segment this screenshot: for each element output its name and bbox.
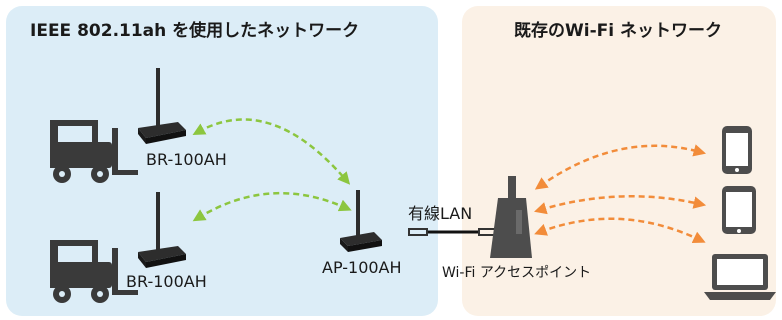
access-point-label: AP-100AH [322,258,402,277]
forklift-icon [50,120,138,183]
bridge-bottom-label: BR-100AH [126,272,207,291]
wifi-router-icon [490,176,532,258]
existing-wifi-network-title: 既存のWi-Fi ネットワーク [514,21,722,41]
wired-lan-label: 有線LAN [408,204,473,223]
forklift-icon [50,240,138,303]
lan-cable-icon [408,228,496,236]
bridge-top-label: BR-100AH [146,150,227,169]
smartphone-icon [722,126,752,174]
wifi-link [534,195,707,215]
laptop-icon [704,254,776,300]
wireless-bridge-icon [138,68,186,144]
access-point-icon [340,190,382,252]
tablet-icon [722,186,756,234]
wireless-bridge-icon [138,192,186,268]
ah-wireless-link [192,191,352,222]
ah-wireless-link [192,118,351,185]
wifi-link [534,217,706,243]
wifi-access-point-label: Wi-Fi アクセスポイント [442,265,592,281]
ieee80211ah-network-title: IEEE 802.11ah を使用したネットワーク [30,21,360,41]
wifi-link [534,144,707,190]
